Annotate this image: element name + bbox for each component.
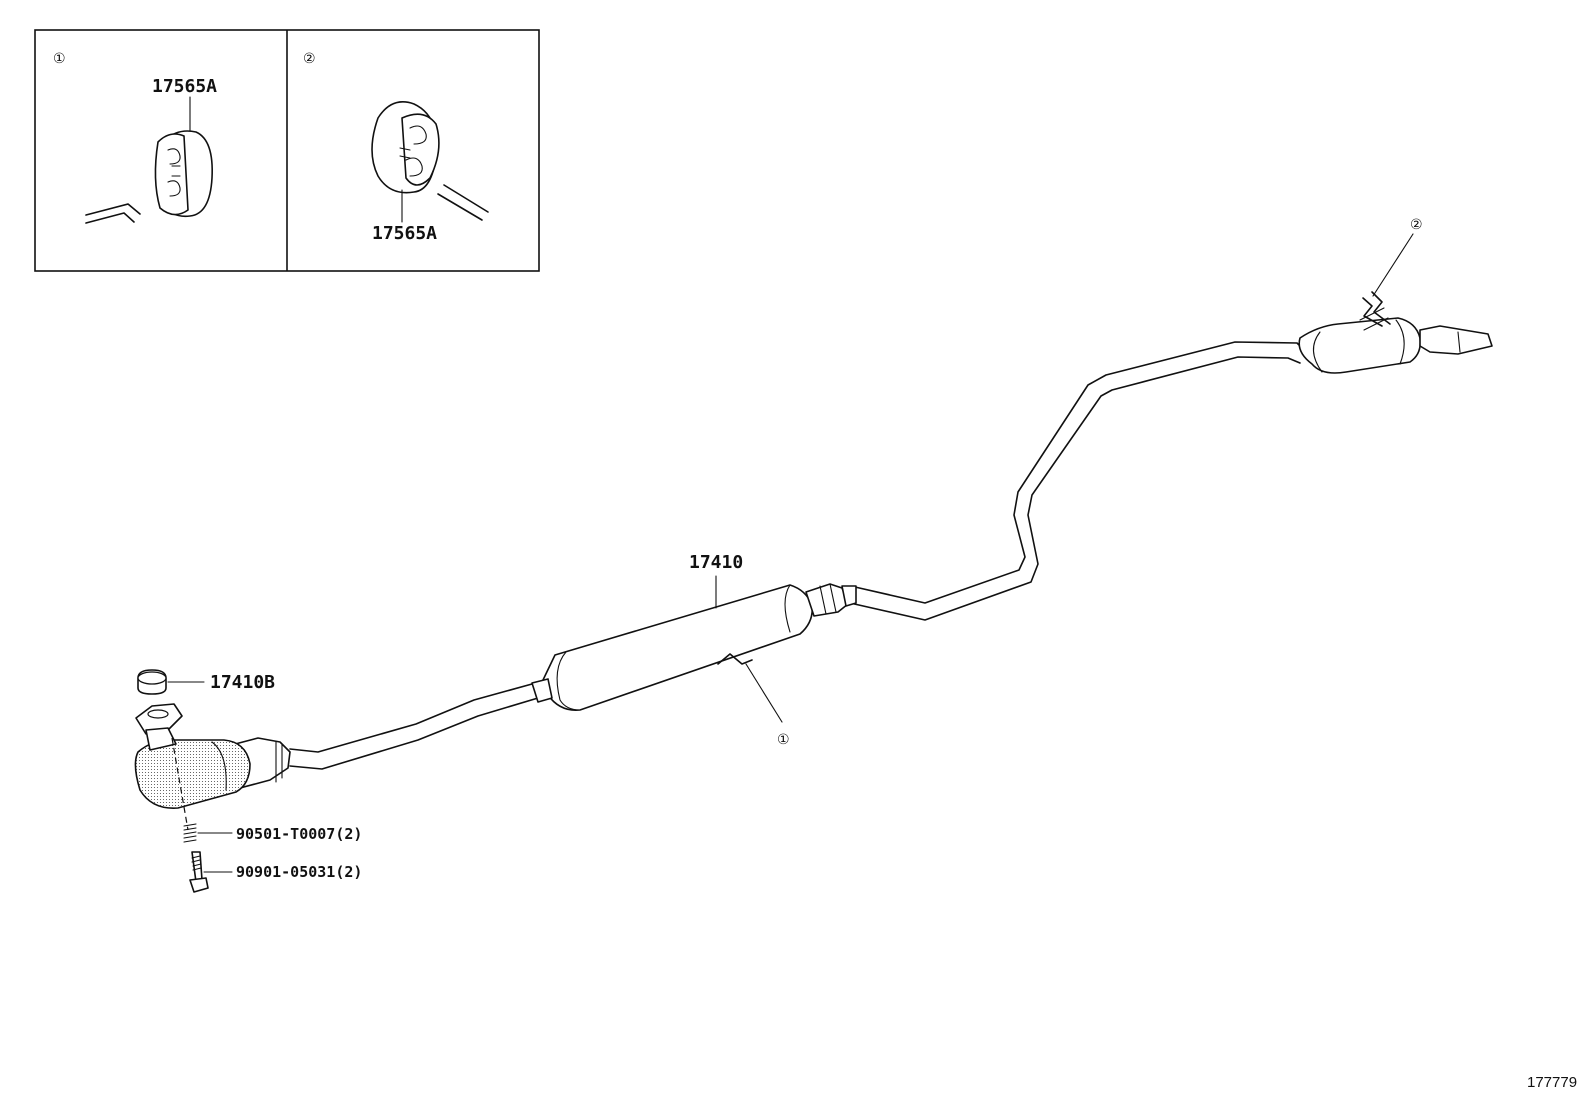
front-pipe-upper-line <box>289 683 533 753</box>
detail-panel-1-part-label: 17565A <box>152 76 217 97</box>
pipe-stub <box>85 203 141 216</box>
compression-spring-icon <box>183 823 233 843</box>
bolt-icon <box>189 851 233 893</box>
detail-panel-2-index: ② <box>303 51 316 67</box>
catalytic-converter <box>134 703 291 809</box>
part-label-bolt: 90901-05031(2) <box>236 863 362 881</box>
hanger-rod <box>1371 291 1391 325</box>
callout-1: ① <box>745 663 790 748</box>
hanger-rubber-icon <box>371 101 440 194</box>
rear-muffler <box>1298 291 1493 374</box>
tail-pipe-lower-line <box>849 356 1301 621</box>
part-label-gasket: 17410B <box>210 672 275 693</box>
hanger-rod <box>1362 297 1383 327</box>
front-pipe-lower-line <box>289 697 539 770</box>
tail-pipe-upper-line <box>854 341 1305 604</box>
part-label-spring: 90501-T0007(2) <box>236 825 362 843</box>
hanger-rubber-icon <box>154 130 213 218</box>
detail-panels: ① 17565A ② 17 <box>34 29 540 272</box>
assembly-axis-line <box>171 737 189 831</box>
diagram-reference-number: 177779 <box>1527 1074 1577 1091</box>
hanger-bracket <box>717 653 753 665</box>
detail-panel-2-part-label: 17565A <box>372 223 437 244</box>
callout-2: ② <box>1372 217 1423 297</box>
gasket-ring <box>137 669 205 695</box>
callout-2-index: ② <box>1410 217 1423 233</box>
detail-panel-1-index: ① <box>53 51 66 67</box>
callout-1-index: ① <box>777 732 790 748</box>
center-muffler <box>531 583 857 712</box>
detail-panel-2: ② 17565A <box>303 51 489 244</box>
part-labels: 17410 17410B 90501-T0007(2) 90901-05031(… <box>210 552 743 881</box>
detail-panel-1: ① 17565A <box>53 51 217 224</box>
leader-line <box>745 663 783 723</box>
pipe-stub <box>443 184 489 213</box>
pipe-stub <box>85 212 135 224</box>
pipe-stub <box>437 193 483 221</box>
exhaust-pipe-assembly <box>134 291 1493 893</box>
leader-line <box>1372 233 1414 297</box>
part-label-pipe-assy: 17410 <box>689 552 743 573</box>
